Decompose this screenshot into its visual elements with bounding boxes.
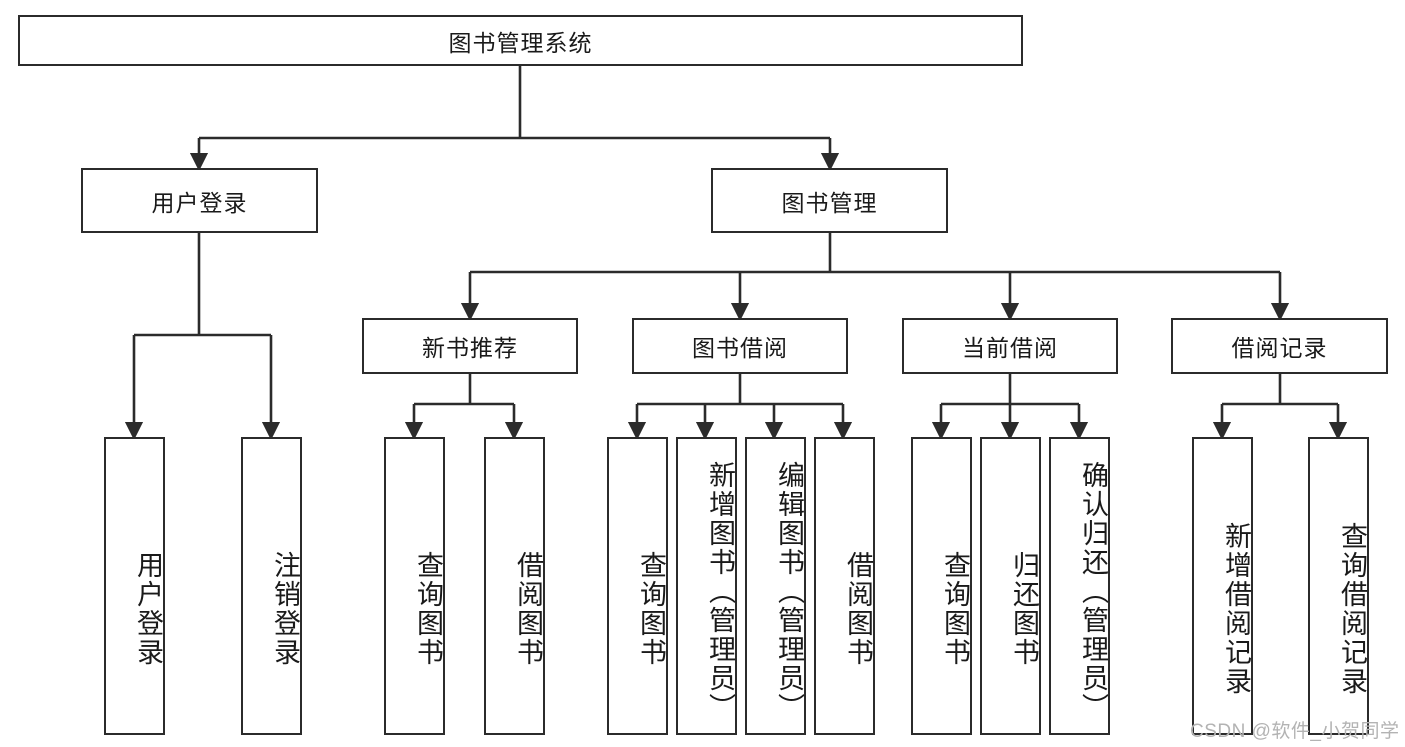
leaf-add-borrow-record[interactable]: 新增借阅记录: [1192, 437, 1253, 735]
node-root-system[interactable]: 图书管理系统: [18, 15, 1023, 66]
leaf-confirm-return-admin[interactable]: 确认归还（管理员）: [1049, 437, 1110, 735]
leaf-borrow-book[interactable]: 借阅图书: [814, 437, 875, 735]
leaf-query-borrow-record[interactable]: 查询借阅记录: [1308, 437, 1369, 735]
watermark-text: CSDN @软件_小贺同学: [1190, 721, 1400, 742]
leaf-logout[interactable]: 注销登录: [241, 437, 302, 735]
leaf-user-login[interactable]: 用户登录: [104, 437, 165, 735]
leaf-borrow-book-new[interactable]: 借阅图书: [484, 437, 545, 735]
node-book-management[interactable]: 图书管理: [711, 168, 948, 233]
node-user-login[interactable]: 用户登录: [81, 168, 318, 233]
node-borrow-record[interactable]: 借阅记录: [1171, 318, 1388, 374]
node-current-borrow[interactable]: 当前借阅: [902, 318, 1118, 374]
leaf-edit-book-admin[interactable]: 编辑图书（管理员）: [745, 437, 806, 735]
leaf-query-book-current[interactable]: 查询图书: [911, 437, 972, 735]
leaf-return-book[interactable]: 归还图书: [980, 437, 1041, 735]
node-new-book-recommend[interactable]: 新书推荐: [362, 318, 578, 374]
leaf-query-book-new[interactable]: 查询图书: [384, 437, 445, 735]
node-book-borrow[interactable]: 图书借阅: [632, 318, 848, 374]
leaf-query-book-borrow[interactable]: 查询图书: [607, 437, 668, 735]
leaf-add-book-admin[interactable]: 新增图书（管理员）: [676, 437, 737, 735]
